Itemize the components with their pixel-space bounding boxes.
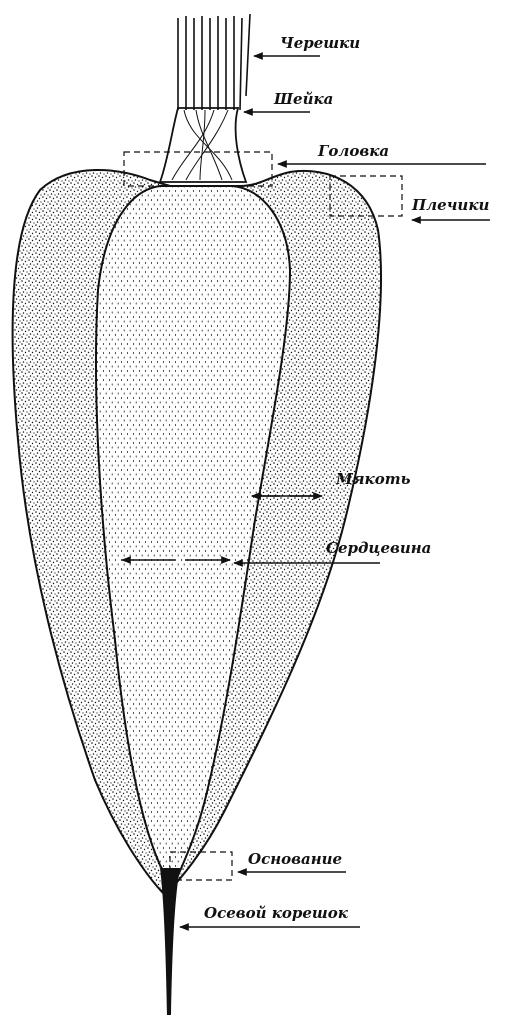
label-neck: Шейка [273, 90, 333, 108]
taproot [160, 868, 180, 1015]
label-shoulders: Плечики [411, 196, 489, 214]
label-flesh: Мякоть [335, 470, 411, 488]
label-core: Сердцевина [326, 539, 431, 557]
label-petioles: Черешки [280, 34, 360, 52]
label-taproot: Осевой корешок [204, 904, 349, 922]
label-base: Основание [248, 850, 342, 868]
label-head: Головка [317, 142, 389, 160]
petioles [178, 14, 250, 110]
